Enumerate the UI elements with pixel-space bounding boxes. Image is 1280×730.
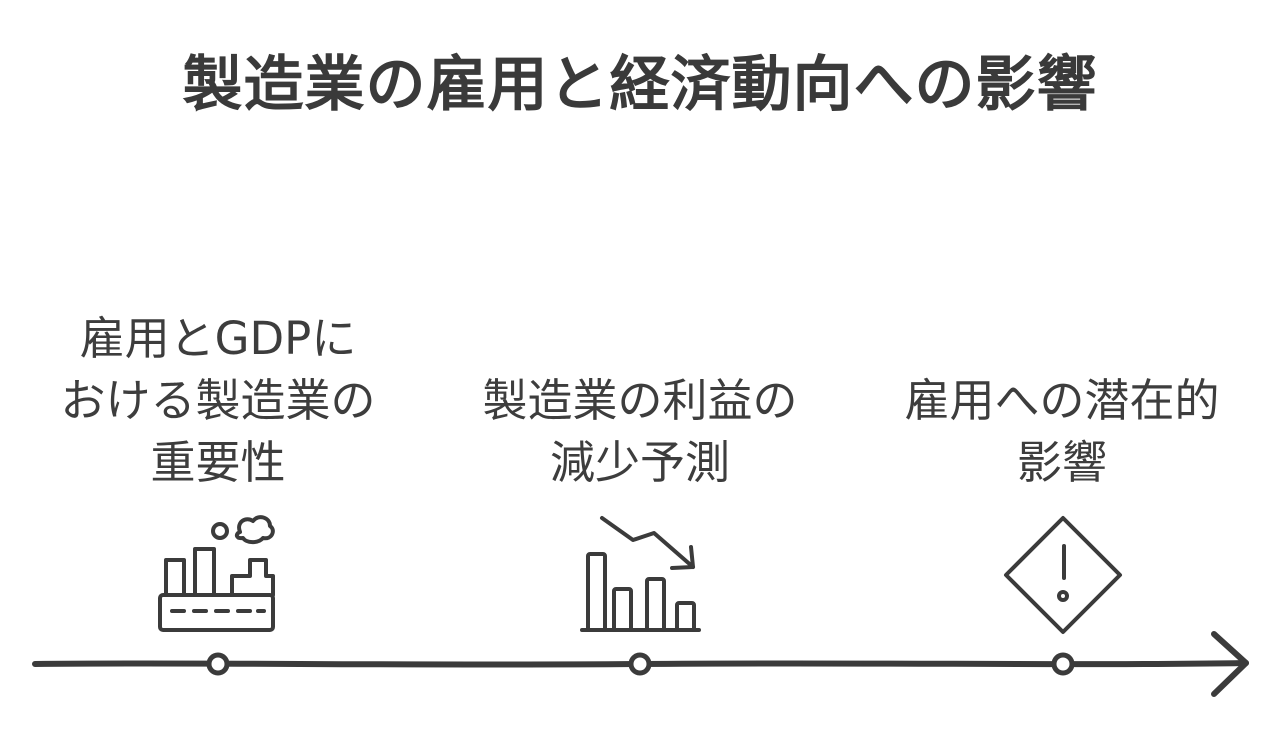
diagram-title: 製造業の雇用と経済動向への影響 (182, 50, 1098, 120)
milestone-label-line: おける製造業の (60, 374, 376, 427)
milestone-label-line: 製造業の利益の (482, 374, 798, 427)
warning-icon (1004, 516, 1122, 634)
timeline-node (1051, 652, 1075, 676)
factory-icon (158, 515, 275, 632)
timeline-node (628, 652, 652, 676)
milestone-label-line: 重要性 (150, 436, 286, 489)
timeline-axis (32, 631, 1249, 697)
milestone-label-line: 雇用とGDPに (79, 312, 357, 365)
milestone-label-profit-decline: 製造業の利益の 減少予測 (440, 370, 840, 494)
milestone-label-line: 影響 (1016, 436, 1107, 489)
milestone-label-employment-gdp: 雇用とGDPに おける製造業の 重要性 (18, 308, 418, 494)
declining-bar-chart-icon (580, 516, 701, 632)
milestone-label-line: 雇用への潜在的 (904, 374, 1220, 427)
arrow-head-icon (1211, 631, 1249, 697)
timeline-node (206, 652, 230, 676)
milestone-label-employment-impact: 雇用への潜在的 影響 (862, 370, 1262, 494)
milestone-label-line: 減少予測 (549, 436, 730, 489)
